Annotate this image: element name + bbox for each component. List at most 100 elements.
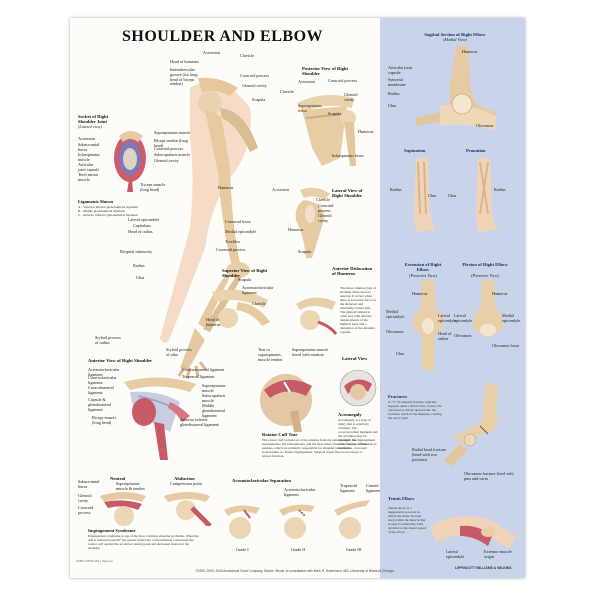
anterior-label-ch: Coracohumeral ligament xyxy=(88,385,114,395)
anterior-shoulder-illustration xyxy=(124,377,196,460)
separation-title: Acromioclavicular Separation xyxy=(232,478,291,483)
arm-label-coronoid-process: Coronoid process xyxy=(216,247,246,252)
elbow-sidebar: Sagittal Section of Right Elbow (Medial … xyxy=(380,18,525,578)
anterior-label-ac: Acromioclavicular ligament xyxy=(88,367,120,377)
lateral-label-acromion: Acromion xyxy=(272,187,289,192)
lateral-shoulder-illustration xyxy=(295,187,330,258)
socket-label-acromion: Acromion xyxy=(78,136,95,141)
socket-label-glenoid: Glenoid cavity xyxy=(154,158,179,163)
arm-label-glenoid: Glenoid cavity xyxy=(242,83,267,88)
extension-elbow-illustration xyxy=(412,280,444,370)
extension-label-humerus: Humerus xyxy=(412,291,428,296)
anterior-label-middle-gh: Middle glenohumeral ligament xyxy=(202,403,226,418)
lateral-label-glenoid: Glenoid cavity xyxy=(318,213,332,223)
acromegaly-title: Acromegaly xyxy=(338,412,362,417)
posterior-shoulder-illustration xyxy=(297,94,356,166)
tennis-label-extensor: Extensor muscle origin xyxy=(484,549,512,559)
neutral-title: Neutral xyxy=(110,476,126,481)
posterior-label-humerus: Humerus xyxy=(358,129,374,134)
publisher-logo: LIPPINCOTT WILLIAMS & WILKINS xyxy=(455,566,512,570)
separation-label-conoid: Conoid ligament xyxy=(366,483,381,493)
arm-label-coronoid-fossa: Coronoid fossa xyxy=(225,219,251,224)
sagittal-label-synovial: Synovial membrane xyxy=(388,77,406,87)
posterior-label-glenoid: Glenoid cavity xyxy=(344,92,358,102)
anterior-label-biceps: Biceps muscle (long head) xyxy=(92,415,117,425)
rotator-cuff-illustration xyxy=(260,374,312,432)
extension-subtitle: (Posterior View) xyxy=(409,273,437,278)
superior-label-clavicle: Clavicle xyxy=(252,301,266,306)
flexion-title: Flexion of Right Elbow xyxy=(462,262,508,267)
pronation-label-radius: Radius xyxy=(494,187,506,192)
socket-label-supraspinatus: Supraspinatus muscle xyxy=(154,130,191,135)
socket-title: Socket of Right Shoulder Joint xyxy=(78,114,109,125)
arm-label-coracoid: Coracoid process xyxy=(240,73,269,78)
supination-label-radius: Radius xyxy=(390,187,402,192)
posterior-label-coracoid: Coracoid process xyxy=(328,78,357,83)
socket-label-coracoid: Coracoid process xyxy=(154,146,183,151)
fracture-label-olecranon: Olecranon fracture fixed with pins and w… xyxy=(464,471,514,481)
anterior-label-trapezoid: Trapezoid ligament xyxy=(182,374,215,379)
tennis-elbow-illustration xyxy=(430,516,516,548)
impingement-text: Impingement syndrome is one of the most … xyxy=(88,534,199,550)
ligament-b: B - Middle glenohumeral ligament xyxy=(78,209,126,213)
acromegaly-text: Acromegaly is a type of injury that is r… xyxy=(338,418,378,450)
lateral-label-clavicle: Clavicle xyxy=(316,197,330,202)
arm-label-lateral-epicondyle: Lateral epicondyle xyxy=(128,217,160,222)
legal-text: 1ISBN 1-58779-154-1 (Styrene) xyxy=(76,560,113,563)
anterior-label-capsule: Capsule & glenohumeral ligament xyxy=(88,397,112,412)
socket-label-bursa: Subacromial bursa xyxy=(78,142,100,152)
supination-pronation-illustration xyxy=(414,158,498,232)
extension-label-medial: Medial epicondyle xyxy=(386,309,405,319)
dislocation-text: The most common type of shoulder disloca… xyxy=(340,286,376,334)
sagittal-label-ulna: Ulna xyxy=(388,103,397,108)
sagittal-elbow-illustration xyxy=(416,46,496,130)
sagittal-title: Sagittal Section of Right Elbow xyxy=(424,32,486,37)
socket-label-subscapularis: Subscapularis muscle xyxy=(154,152,191,157)
anterior-label-cc: Coracoclavicular ligament xyxy=(88,375,117,385)
poster-title: SHOULDER AND ELBOW xyxy=(121,28,324,45)
sagittal-label-capsule: Articular joint capsule xyxy=(388,65,412,75)
separation-label-ac: Acromioclavicular ligament xyxy=(284,487,316,497)
full-arm-skeleton-illustration xyxy=(160,77,258,378)
superior-label-ac-ligament: Acromioclavicular ligament xyxy=(242,285,274,295)
anterior-label-subscapularis: Subscapularis muscle xyxy=(202,393,226,403)
flexion-label-humerus: Humerus xyxy=(492,291,508,296)
anterior-view-title: Anterior View of Right Shoulder xyxy=(88,358,152,363)
fractures-title: Fractures xyxy=(388,394,408,399)
arm-label-head-humerus: Head of humerus xyxy=(170,59,199,64)
arm-label-radius: Radius xyxy=(133,263,145,268)
sagittal-label-olecranon: Olecranon xyxy=(476,123,494,128)
separation-label-trapezoid: Trapezoid ligament xyxy=(340,483,357,493)
separation-grade-2: Grade II xyxy=(291,547,306,552)
sagittal-label-humerus: Humerus xyxy=(462,49,478,54)
rotator-label-tear: Tear in supraspinatus muscle tendon xyxy=(258,347,283,362)
posterior-label-acromion: Acromion xyxy=(298,79,315,84)
arm-label-styloid-radius: Styloid process of radius xyxy=(95,335,121,345)
separation-illustration xyxy=(224,500,370,539)
posterior-label-clavicle: Clavicle xyxy=(280,89,294,94)
ligament-c: C - Anterior inferior glenohumeral ligam… xyxy=(78,213,138,217)
posterior-label-infraspinatus: Infraspinatus fossa xyxy=(332,153,364,158)
supination-title: Supination xyxy=(404,148,426,153)
lateral-view-title: Lateral View of Right Shoulder xyxy=(332,188,363,199)
superior-view-title: Superior View of Right Shoulder xyxy=(222,268,268,279)
anterior-label-coracoacromial: Coracoacromial ligament xyxy=(182,367,225,372)
abduction-title: Abduction xyxy=(174,476,195,481)
lateral-label-scapula: Scapula xyxy=(298,249,312,254)
socket-label-triceps: Triceps muscle (long head) xyxy=(140,182,166,192)
tennis-label-lateral: Lateral epicondyle xyxy=(446,549,465,559)
arm-label-intertubercular: Intertubercular groove (for long head of… xyxy=(170,67,198,87)
flexion-label-lateral: Lateral epicondyle xyxy=(454,313,473,323)
posterior-view-title: Posterior View of Right Shoulder xyxy=(302,66,348,77)
socket-label-infraspinatus: Infraspinatus muscle xyxy=(78,152,100,162)
pronation-title: Pronation xyxy=(466,148,486,153)
flexion-label-olecranon-fossa: Olecranon fossa xyxy=(492,343,520,348)
flexion-label-medial: Medial epicondyle xyxy=(502,313,521,323)
lateral-small-illustration xyxy=(339,369,377,407)
arm-label-capitulum: Capitulum xyxy=(133,223,151,228)
neutral-label-supraspinatus: Supraspinatus muscle & tendon xyxy=(116,481,145,491)
flexion-label-olecranon: Olecranon xyxy=(454,333,472,338)
pronation-label-ulna: Ulna xyxy=(448,193,457,198)
separation-grade-3: Grade III xyxy=(346,547,362,552)
abduction-illustration xyxy=(164,492,212,526)
